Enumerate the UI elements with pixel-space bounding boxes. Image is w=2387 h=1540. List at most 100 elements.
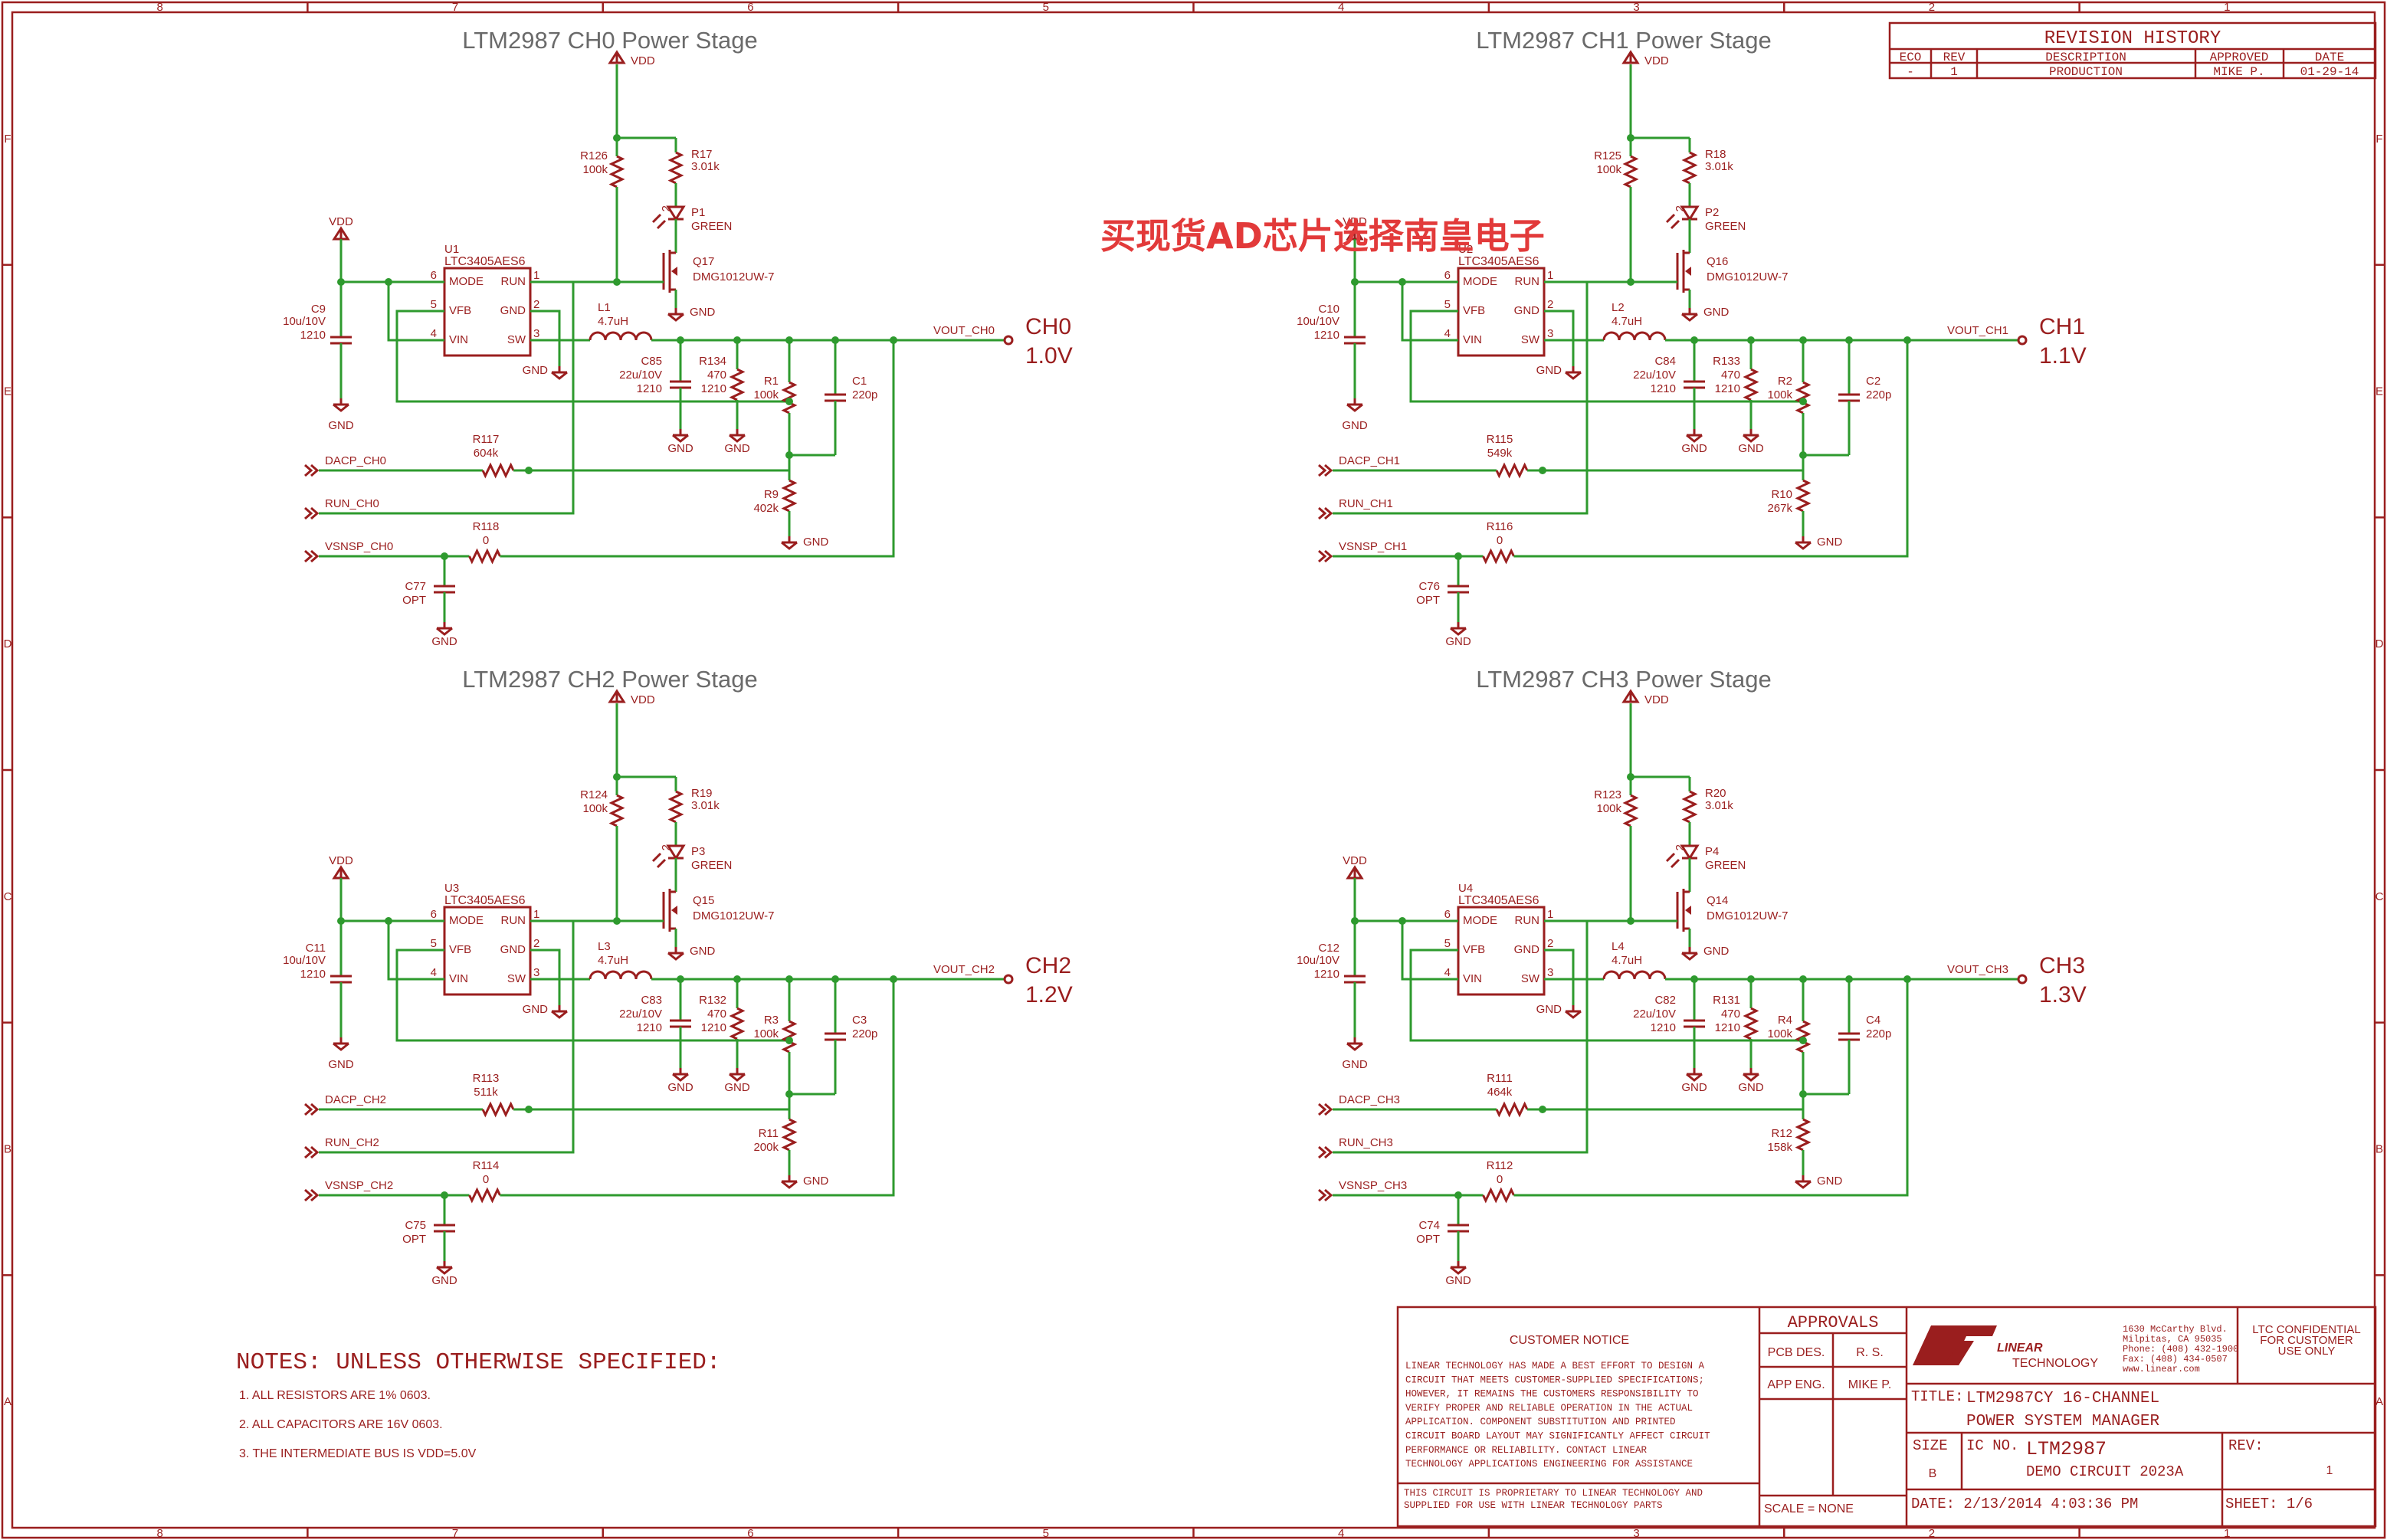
logo-subtext: TECHNOLOGY (2012, 1357, 2098, 1370)
sheet-label: SHEET: 1/6 (2225, 1496, 2313, 1512)
gnd-label: GND (1817, 1175, 1843, 1188)
ref-label: C82 (1654, 994, 1676, 1007)
note-item: 2. ALL CAPACITORS ARE 16V 0603. (239, 1418, 443, 1431)
ref-label: R131 (1713, 994, 1740, 1007)
value-label: 1210 (300, 329, 326, 342)
ref-label: R10 (1771, 488, 1792, 501)
ref-label: C12 (1318, 942, 1339, 955)
pin-name: VFB (1463, 943, 1485, 956)
pin-number: 2 (1674, 205, 1687, 211)
ref-label: R125 (1594, 149, 1621, 162)
pin-number: 2 (660, 205, 673, 211)
gnd-label: GND (1738, 442, 1764, 455)
value-label: 10u/10V (1297, 315, 1339, 328)
value-label: 549k (1487, 447, 1513, 460)
pin-number: 6 (1444, 269, 1451, 282)
ic-part: LTC3405AES6 (1458, 894, 1539, 907)
value-label: 1210 (300, 968, 326, 981)
pin-name: RUN (501, 914, 526, 927)
vout-terminal (2017, 974, 2028, 985)
notice-line: VERIFY PROPER AND RELIABLE OPERATION IN … (1405, 1403, 1693, 1414)
ref-label: R111 (1487, 1072, 1513, 1085)
gnd-label: GND (1681, 1081, 1707, 1094)
pin-number: 1 (533, 908, 539, 921)
address-line: www.linear.com (2123, 1364, 2200, 1375)
net-label: RUN_CH0 (325, 497, 379, 510)
border-row-label: B (2376, 1143, 2383, 1156)
notes-block: NOTES: UNLESS OTHERWISE SPECIFIED:1. ALL… (236, 1349, 721, 1460)
ref-label: R114 (473, 1159, 500, 1172)
rev-label: REV: (2228, 1437, 2264, 1454)
gnd-label: GND (1817, 536, 1843, 549)
pin-name: SW (507, 972, 526, 985)
ref-label: C84 (1654, 355, 1676, 368)
value-label: 1210 (637, 382, 662, 395)
pin-name: SW (1521, 972, 1540, 985)
gnd-label: GND (667, 1081, 693, 1094)
ref-label: C4 (1866, 1014, 1880, 1027)
value-label: 470 (707, 1008, 726, 1021)
channel-label: CH1 (2039, 314, 2085, 339)
border-row-label: C (2376, 890, 2384, 903)
vdd-label: VDD (1644, 54, 1669, 67)
value-label: 1210 (1314, 329, 1339, 342)
value-label: 511k (474, 1086, 498, 1099)
pin-name: VFB (449, 304, 471, 317)
vdd-label: VDD (1343, 854, 1367, 867)
gnd-label: GND (1445, 1274, 1471, 1287)
value-label: 604k (474, 447, 499, 460)
proprietary-line: SUPPLIED FOR USE WITH LINEAR TECHNOLOGY … (1404, 1500, 1663, 1511)
revision-header: ECO (1900, 51, 1922, 64)
vout-terminal (2017, 335, 2028, 346)
value-label: 100k (1596, 802, 1621, 815)
ref-label: R117 (473, 433, 500, 446)
address-line: Phone: (408) 432-1900 (2123, 1344, 2238, 1355)
value-label: GREEN (1705, 220, 1746, 233)
ref-label: C3 (852, 1014, 867, 1027)
address-line: Milpitas, CA 95035 (2123, 1334, 2222, 1345)
drawing-title-1: LTM2987CY 16-CHANNEL (1966, 1390, 2159, 1407)
junction-dot (890, 975, 897, 983)
value-label: GREEN (1705, 859, 1746, 872)
ref-label: Q15 (693, 894, 714, 907)
value-label: 4.7uH (598, 315, 628, 328)
border-col-label: 1 (2224, 1, 2230, 14)
pin-name: GND (500, 943, 526, 956)
drawing-title-2: POWER SYSTEM MANAGER (1966, 1413, 2159, 1430)
vout-terminal (1003, 974, 1014, 985)
notice-line: CIRCUIT THAT MEETS CUSTOMER-SUPPLIED SPE… (1405, 1375, 1704, 1385)
value-label: 220p (1866, 1027, 1891, 1040)
value-label: 4.7uH (598, 954, 628, 967)
ref-label: P2 (1705, 206, 1719, 219)
net-label: DACP_CH3 (1339, 1093, 1400, 1106)
gnd-label: GND (803, 536, 829, 549)
title-label: TITLE: (1911, 1388, 1963, 1405)
gnd-label: GND (1703, 945, 1730, 958)
junction-dot (525, 467, 533, 474)
border-row-label: A (4, 1395, 11, 1408)
ref-label: R1 (764, 375, 779, 388)
pin-name: MODE (449, 914, 484, 927)
ref-label: R19 (691, 787, 713, 800)
value-label: 464k (1487, 1086, 1513, 1099)
value-label: 100k (582, 163, 608, 176)
address-line: 1630 McCarthy Blvd. (2123, 1324, 2228, 1335)
junction-dot (1903, 975, 1911, 983)
border-col-label: 1 (2224, 1527, 2230, 1540)
gnd-label: GND (1536, 364, 1562, 377)
border-col-label: 2 (1929, 1, 1935, 14)
gnd-label: GND (1342, 419, 1368, 432)
value-label: 100k (1596, 163, 1621, 176)
value-label: 22u/10V (1633, 1008, 1676, 1021)
junction-dot (785, 398, 793, 405)
ref-label: Q16 (1707, 255, 1728, 268)
ref-label: R12 (1771, 1127, 1792, 1140)
gnd-label: GND (431, 1274, 457, 1287)
proprietary-line: THIS CIRCUIT IS PROPRIETARY TO LINEAR TE… (1404, 1488, 1703, 1499)
revision-cell: 1 (1950, 65, 1958, 79)
pin-number: 3 (1547, 966, 1553, 979)
channel-label: CH0 (1025, 314, 1071, 339)
